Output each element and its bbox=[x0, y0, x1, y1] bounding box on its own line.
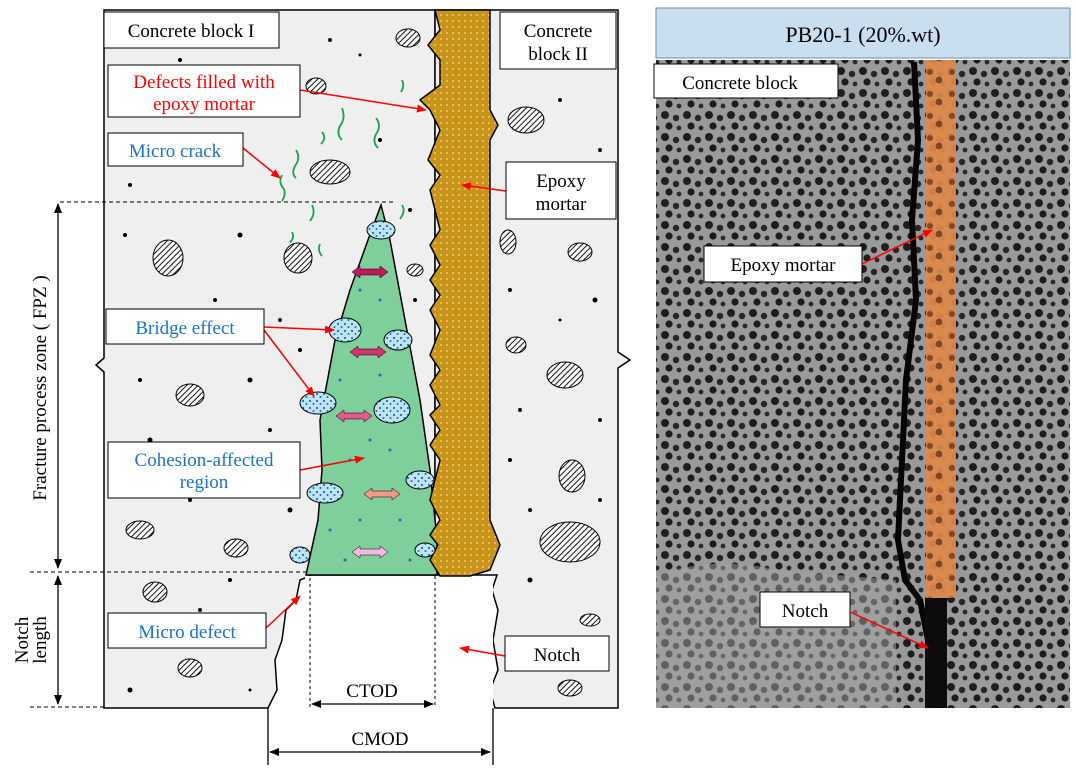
epoxy-label-2: mortar bbox=[536, 194, 587, 215]
ctod-label: CTOD bbox=[346, 681, 397, 702]
epoxy-label-1: Epoxy bbox=[536, 171, 586, 192]
notch-length-label-2: length bbox=[30, 616, 51, 664]
schematic-panel: Concrete block I Concrete block II Defec… bbox=[12, 9, 632, 765]
cmod-label: CMOD bbox=[351, 729, 408, 750]
concrete-block-2-label-1: Concrete bbox=[524, 21, 593, 42]
cohesion-arrows bbox=[335, 265, 401, 559]
photo-title: PB20-1 (20%.wt) bbox=[785, 22, 940, 47]
dimension-lines bbox=[54, 203, 494, 765]
concrete-block-1-label: Concrete block I bbox=[128, 21, 255, 42]
notch-length-label-1: Notch bbox=[12, 616, 33, 663]
cohesion-region bbox=[305, 202, 438, 576]
defects-label-1: Defects filled with bbox=[133, 72, 275, 93]
label-micro-crack: Micro crack bbox=[107, 132, 244, 167]
photo-crack bbox=[894, 61, 934, 709]
defects-label-2: epoxy mortar bbox=[153, 94, 256, 115]
label-epoxy-mortar: Epoxy mortar bbox=[505, 161, 617, 220]
cohesion-label-1: Cohesion-affected bbox=[135, 450, 274, 471]
label-photo-concrete-block: Concrete block bbox=[653, 63, 839, 99]
photo-concrete-block-label: Concrete block bbox=[682, 73, 798, 94]
label-defects: Defects filled with epoxy mortar bbox=[107, 64, 301, 118]
photo-notch bbox=[925, 598, 947, 708]
callout-arrows bbox=[242, 89, 507, 657]
micro-cracks bbox=[279, 79, 405, 257]
label-concrete-block-1: Concrete block I bbox=[103, 11, 280, 49]
hatched-aggregates bbox=[125, 28, 601, 697]
notch-label-left: Notch bbox=[534, 645, 581, 666]
label-photo-notch: Notch bbox=[759, 591, 851, 628]
micro-defect-label: Micro defect bbox=[138, 622, 236, 643]
photo-panel: PB20-1 (20%.wt) Concrete block Epoxy mor… bbox=[653, 7, 1071, 709]
photo-epoxy-label: Epoxy mortar bbox=[730, 255, 836, 276]
label-concrete-block-2: Concrete block II bbox=[499, 11, 617, 70]
bridge-effect-label: Bridge effect bbox=[135, 318, 235, 339]
label-photo-epoxy: Epoxy mortar bbox=[703, 245, 863, 283]
label-notch-left: Notch bbox=[504, 635, 610, 672]
photo-title-bar bbox=[655, 7, 1071, 59]
label-cohesion: Cohesion-affected region bbox=[107, 441, 301, 499]
notch-opening bbox=[305, 576, 493, 706]
fpz-axis-label: Fracture process zone ( FPZ ) bbox=[30, 275, 51, 500]
photo-epoxy-stripe bbox=[926, 60, 956, 598]
epoxy-strip bbox=[418, 9, 501, 577]
cohesion-label-2: region bbox=[180, 472, 229, 493]
photo-notch-label: Notch bbox=[782, 601, 829, 622]
bridging-aggregates bbox=[289, 220, 436, 564]
micro-crack-label: Micro crack bbox=[129, 141, 222, 162]
concrete-block-2-label-2: block II bbox=[528, 44, 588, 65]
label-bridge-effect: Bridge effect bbox=[105, 308, 265, 345]
label-micro-defect: Micro defect bbox=[107, 612, 267, 649]
